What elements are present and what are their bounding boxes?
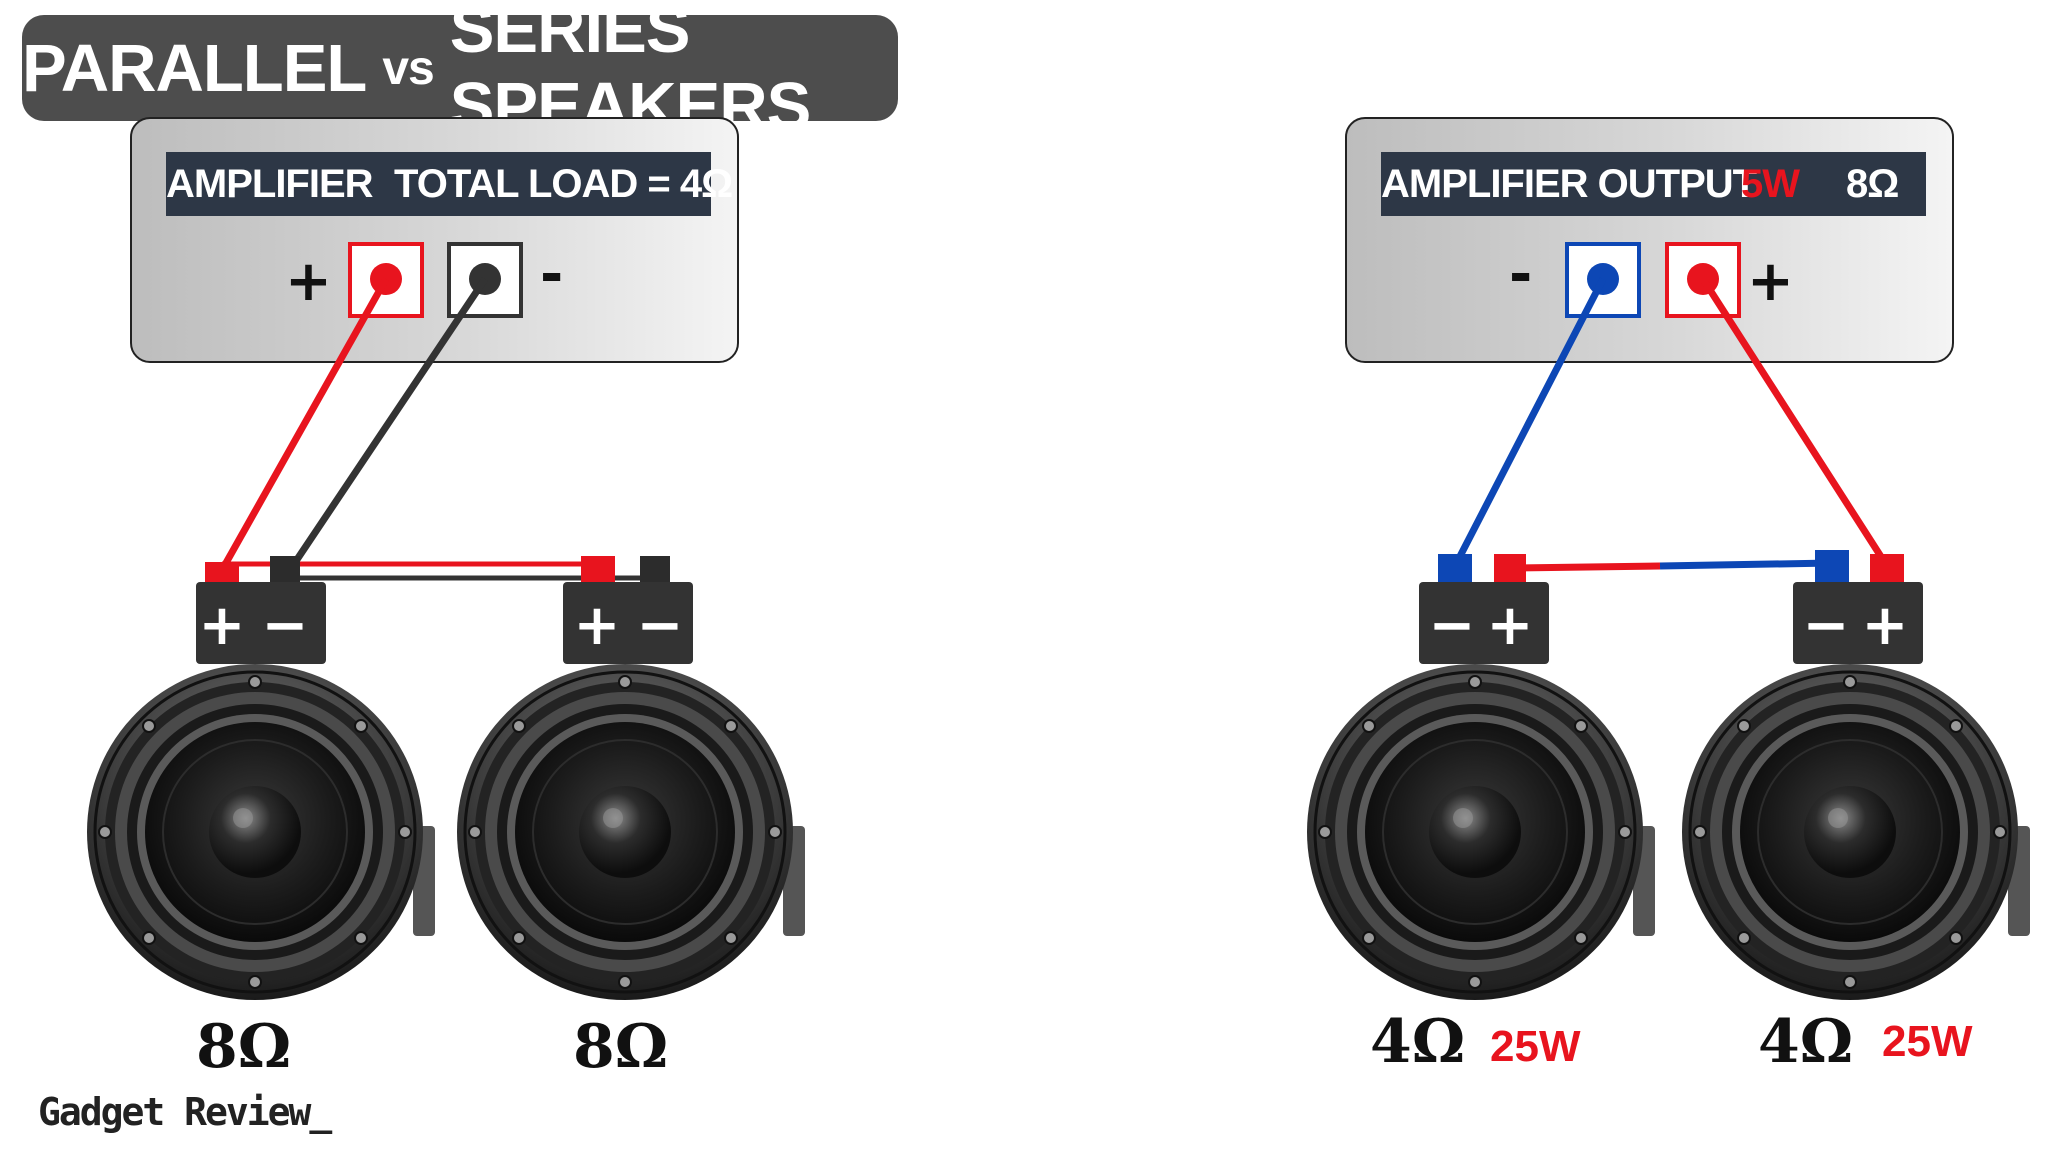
series-amp-minus-sign: - (1509, 242, 1533, 307)
parallel-speaker-2: + − (455, 556, 807, 1002)
svg-text:−: − (1803, 593, 1850, 658)
series-amplifier-label-bar: AMPLIFIER OUTPUT 5W 8Ω (1381, 152, 1926, 216)
series-amp-plus-sign: + (1747, 249, 1794, 314)
svg-text:+: + (1487, 593, 1534, 658)
parallel-amp-plus-sign: + (285, 249, 332, 314)
series-amp-power: 5W (1741, 161, 1800, 206)
series-speaker-2: − + (1680, 550, 2032, 1002)
parallel-amplifier-label-bar: AMPLIFIER TOTAL LOAD = 4Ω (166, 152, 733, 216)
parallel-amp-minus-sign: - (540, 242, 564, 307)
parallel-speaker-1: + − (85, 556, 437, 1002)
parallel-positive-wire (218, 277, 390, 572)
series-amp-impedance: 8Ω (1846, 161, 1899, 206)
svg-text:−: − (1429, 593, 1476, 658)
series-amp-negative-terminal (1565, 242, 1641, 318)
series-speaker-2-ohms: 4Ω (1758, 1007, 1854, 1077)
svg-text:−: − (637, 593, 684, 658)
title-part-parallel: PARALLEL (22, 30, 367, 106)
series-jumper-positive (1509, 562, 1661, 572)
svg-text:+: + (574, 593, 621, 658)
parallel-amplifier-label: AMPLIFIER (166, 161, 374, 206)
series-speaker-1: − + (1305, 554, 1657, 1002)
parallel-negative-wire (287, 277, 488, 572)
series-positive-wire (1700, 277, 1890, 568)
svg-text:+: + (199, 593, 246, 658)
series-negative-wire (1451, 277, 1607, 568)
parallel-speaker-1-ohms: 8Ω (196, 1012, 292, 1082)
parallel-speaker-2-ohms: 8Ω (573, 1012, 669, 1082)
series-speaker-2-watts: 25W (1882, 1017, 1973, 1066)
series-jumper-negative (1659, 559, 1833, 570)
series-amplifier-panel: AMPLIFIER OUTPUT 5W 8Ω - + (1345, 117, 1954, 363)
svg-text:−: − (262, 593, 309, 658)
svg-text:+: + (1862, 593, 1909, 658)
series-speaker-1-watts: 25W (1490, 1022, 1581, 1071)
series-amplifier-label: AMPLIFIER OUTPUT (1381, 161, 1757, 206)
series-speaker-1-ohms: 4Ω (1370, 1007, 1466, 1077)
parallel-total-load: TOTAL LOAD = 4Ω (394, 161, 733, 206)
parallel-amplifier-panel: AMPLIFIER TOTAL LOAD = 4Ω + - (130, 117, 739, 363)
title-vs: vs (382, 41, 434, 95)
brand-logo-text: Gadget Review_ (38, 1090, 332, 1134)
